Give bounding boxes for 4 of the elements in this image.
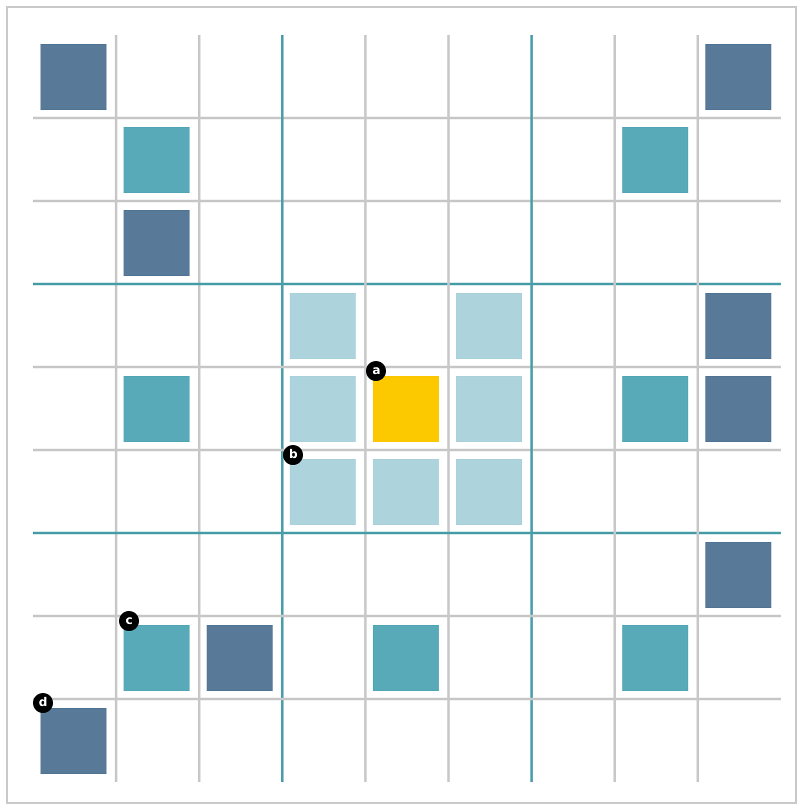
callout-letter: c xyxy=(119,611,140,631)
callout-letter: a xyxy=(366,361,386,381)
callout-letter: d xyxy=(33,693,53,713)
callout-letter: b xyxy=(283,445,304,465)
